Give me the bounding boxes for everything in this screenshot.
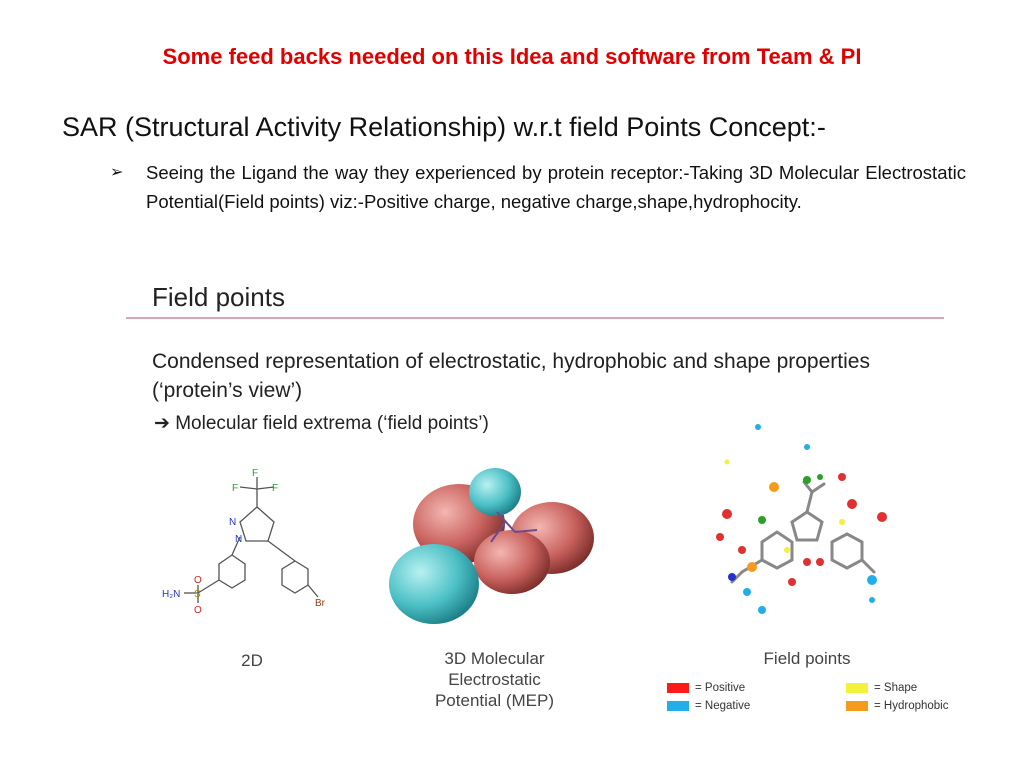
atom-label-h2n: H₂N: [162, 589, 180, 600]
legend-shape: = Shape: [846, 682, 917, 694]
legend-positive: = Positive: [667, 682, 745, 694]
mep-3d-diagram: [389, 468, 594, 624]
slide-title: Some feed backs needed on this Idea and …: [162, 44, 862, 69]
figure-divider: [126, 317, 944, 319]
arrow-right-icon: ➔: [154, 413, 170, 434]
atom-label-f1: F: [232, 483, 238, 494]
atom-label-n1: N: [229, 517, 236, 528]
figure-description: Condensed representation of electrostati…: [152, 350, 870, 402]
atom-label-f2: F: [252, 468, 258, 479]
atom-label-f3: F: [272, 483, 278, 494]
legend-hydrophobic: = Hydrophobic: [846, 700, 948, 712]
bullet-item: ➢ Seeing the Ligand the way they experie…: [110, 158, 966, 216]
field-points-diagram: [716, 424, 887, 614]
bullet-text: Seeing the Ligand the way they experienc…: [146, 162, 966, 212]
caption-field-points: Field points: [763, 649, 851, 668]
atom-label-br: Br: [315, 598, 326, 609]
legend-swatch-negative: [667, 700, 689, 711]
field-points-figure: Field points Condensed representation of…: [122, 272, 964, 722]
legend-swatch-positive: [667, 682, 689, 693]
legend-swatch-hydrophobic: [846, 700, 868, 711]
legend-swatch-shape: [846, 682, 868, 693]
atom-label-o2: O: [194, 605, 202, 616]
atom-label-o1: O: [194, 575, 202, 586]
caption-2d: 2D: [241, 651, 263, 670]
figure-arrow-text: Molecular field extrema (‘field points’): [175, 413, 489, 434]
figure-arrow-line: ➔ Molecular field extrema (‘field points…: [154, 412, 489, 435]
atom-label-s: S: [194, 589, 201, 600]
atom-label-n2: N: [235, 534, 242, 545]
figure-title: Field points: [152, 282, 285, 312]
legend-negative: = Negative: [667, 700, 750, 712]
slide-heading: SAR (Structural Activity Relationship) w…: [62, 112, 826, 142]
bullet-arrow-icon: ➢: [110, 164, 124, 181]
molecule-2d-diagram: F F F N N H₂N S O O Br: [162, 468, 326, 616]
caption-mep: 3D Molecular Electrostatic Potential (ME…: [434, 649, 555, 710]
